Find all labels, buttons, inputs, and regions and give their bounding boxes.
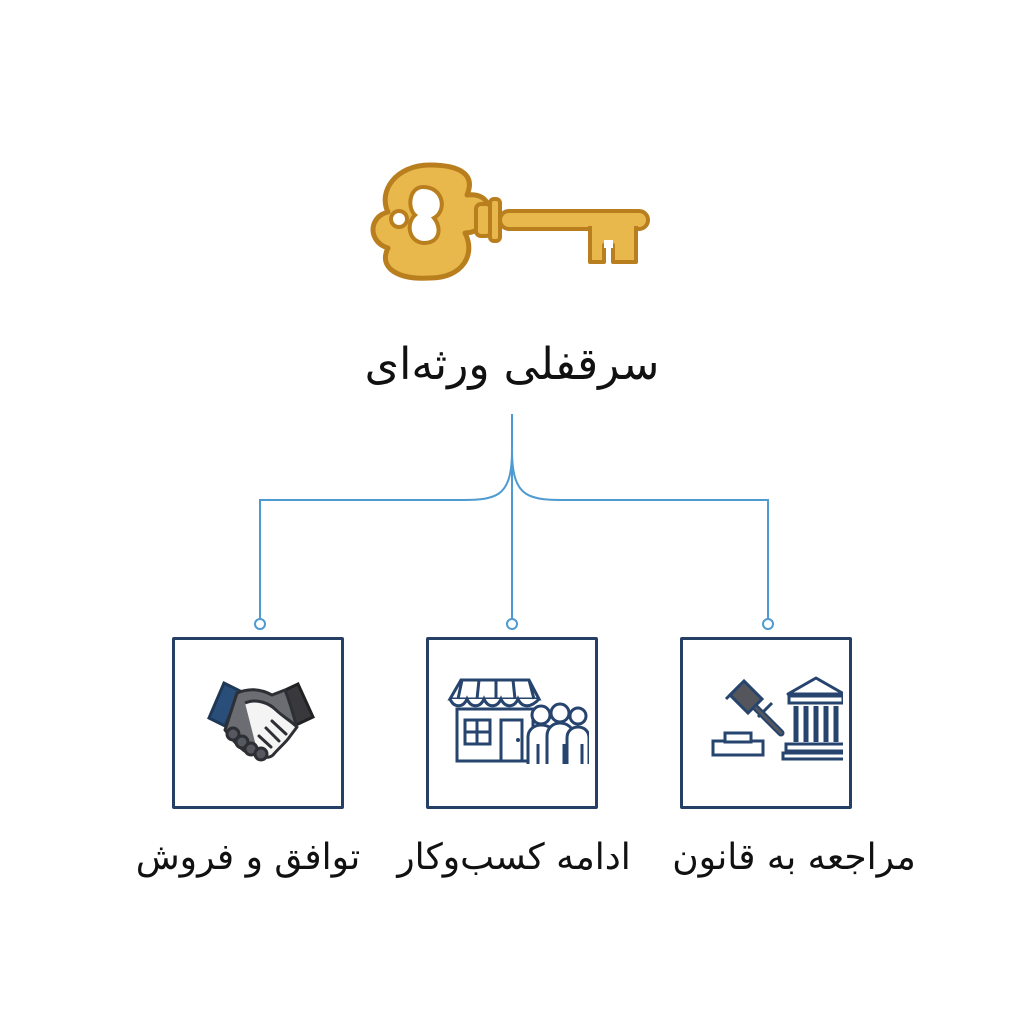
connector-dot-center xyxy=(506,618,518,630)
root-title: سرقفلی ورثه‌ای xyxy=(364,339,660,390)
connector-right xyxy=(511,449,769,620)
label-legal-recourse: مراجعه به قانون xyxy=(672,837,916,878)
business-continuation-node xyxy=(426,637,598,809)
handshake-icon xyxy=(207,680,315,762)
connector-dot-right xyxy=(762,618,774,630)
connector-left xyxy=(259,449,513,620)
label-business-continuation: ادامه کسب‌وکار xyxy=(397,837,631,878)
gavel-courthouse-icon xyxy=(711,676,843,761)
key-icon xyxy=(370,162,650,281)
connector-dot-left xyxy=(254,618,266,630)
storefront-people-icon xyxy=(447,678,589,764)
handshake-node xyxy=(172,637,344,809)
label-agreement-sale: توافق و فروش xyxy=(135,837,361,878)
legal-recourse-node xyxy=(680,637,852,809)
